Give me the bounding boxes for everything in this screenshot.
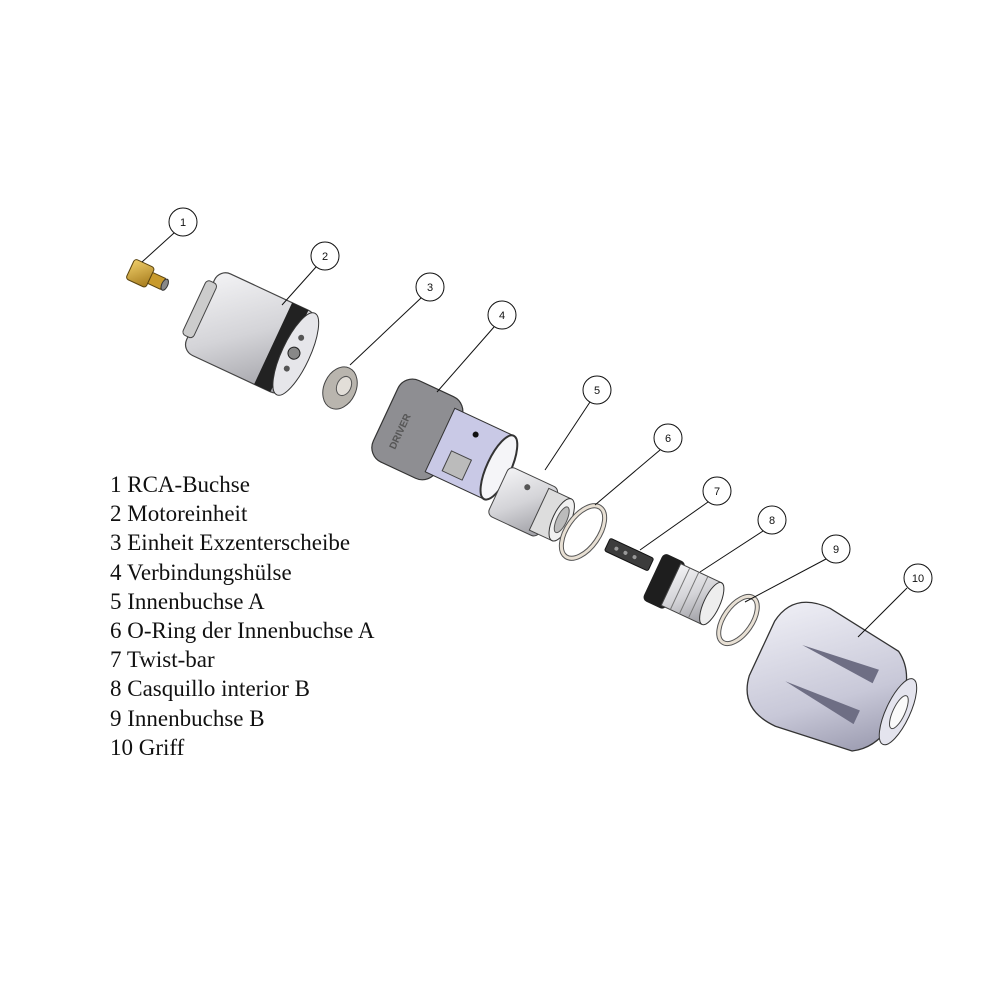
callout-6: 6	[594, 423, 683, 506]
svg-text:6: 6	[665, 433, 671, 445]
part-1-rca-socket	[126, 259, 169, 291]
legend-item: 9 Innenbuchse B	[110, 705, 265, 731]
part-3-eccentric-disc	[322, 366, 358, 410]
svg-text:4: 4	[499, 310, 505, 322]
part-4-connecting-sleeve: DRIVER	[371, 378, 519, 501]
callout-2: 2	[281, 241, 340, 306]
callout-4: 4	[436, 300, 517, 393]
callout-10: 10	[857, 563, 933, 638]
svg-text:8: 8	[769, 515, 775, 527]
legend-item: 4 Verbindungshülse	[110, 559, 292, 585]
svg-text:10: 10	[912, 573, 924, 585]
legend-item: 5 Innenbuchse A	[110, 588, 265, 614]
part-6-o-ring	[558, 503, 608, 561]
part-2-motor-unit	[182, 272, 320, 396]
part-8-inner-bush-b	[643, 554, 725, 626]
legend-item: 10 Griff	[110, 734, 185, 760]
legend-item: 3 Einheit Exzenterscheibe	[110, 530, 351, 556]
legend-item: 7 Twist-bar	[110, 647, 215, 673]
legend-item: 2 Motoreinheit	[110, 501, 248, 527]
legend-item: 6 O-Ring der Innenbuchse A	[110, 618, 375, 644]
callout-3: 3	[349, 272, 445, 366]
svg-text:3: 3	[427, 282, 433, 294]
callout-9: 9	[744, 534, 851, 603]
callout-7: 7	[639, 476, 732, 551]
svg-text:1: 1	[180, 217, 186, 229]
part-5-inner-bush-a	[488, 467, 575, 542]
callout-1: 1	[141, 207, 198, 263]
legend-item: 1 RCA-Buchse	[110, 472, 250, 497]
part-10-grip	[746, 601, 918, 752]
svg-text:5: 5	[594, 385, 600, 397]
svg-text:9: 9	[833, 544, 839, 556]
svg-text:2: 2	[322, 251, 328, 263]
part-7-twist-bar	[604, 538, 654, 571]
legend-item: 8 Casquillo interior B	[110, 676, 310, 702]
callout-5: 5	[544, 375, 612, 471]
parts-legend: 1 RCA-Buchse 2 Motoreinheit 3 Einheit Ex…	[110, 470, 374, 762]
callout-8: 8	[699, 505, 787, 573]
svg-text:7: 7	[714, 486, 720, 498]
